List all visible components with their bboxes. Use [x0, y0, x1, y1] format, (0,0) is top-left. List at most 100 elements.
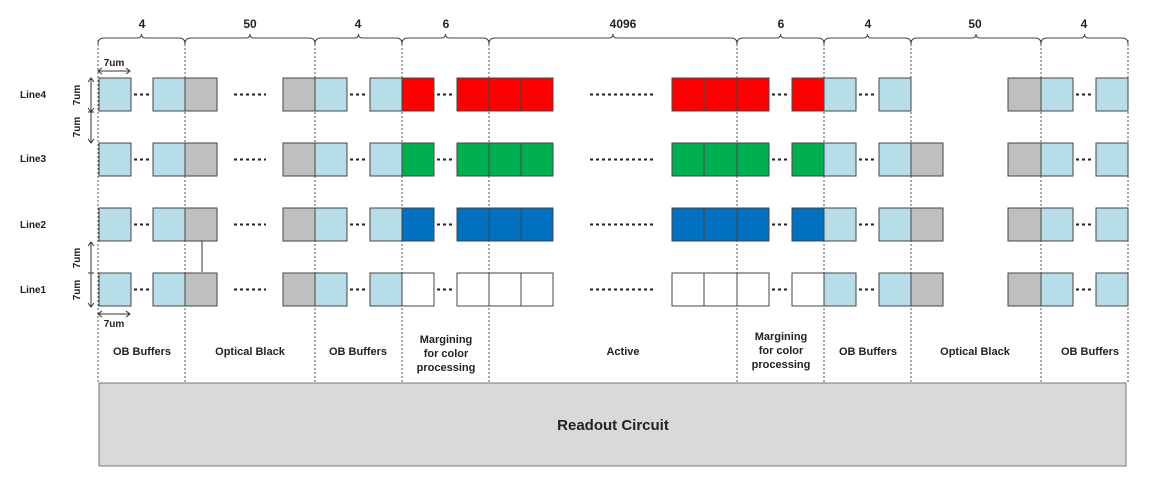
pixel-ob-buffer [314, 207, 348, 242]
dim-label-top: 7um [104, 58, 125, 69]
pixel-ob-buffer [369, 142, 403, 177]
pixel-active [488, 142, 522, 177]
count-optical-black-right: 50 [968, 17, 982, 31]
section-dividers [97, 40, 1129, 383]
pixel-margin [791, 207, 825, 242]
pixel-ob-buffer [823, 272, 857, 307]
pixel-margin [456, 207, 490, 242]
pixel-active [703, 77, 738, 112]
pixel-margin [401, 77, 435, 112]
label-margin-left-2: for color [424, 348, 469, 360]
readout-circuit-label: Readout Circuit [557, 417, 669, 434]
section-brace [823, 33, 912, 45]
pixel-optical-black [282, 77, 316, 112]
section-brace [1040, 33, 1129, 45]
dim-label-line1: 7um [72, 280, 83, 301]
pixel-active [488, 207, 522, 242]
section-counts: 4 50 4 6 4096 6 4 50 4 [139, 17, 1088, 31]
count-ob-buffers-inner-left: 4 [355, 17, 362, 31]
label-ob-buffers-inner-left: OB Buffers [329, 346, 387, 358]
pixel-active [671, 77, 705, 112]
row-labels: Line4 Line3 Line2 Line1 [20, 90, 47, 296]
pixel-ob-buffer [314, 77, 348, 112]
ellipsis-dashes [134, 93, 1092, 291]
arrowhead [125, 310, 131, 318]
arrowhead [87, 77, 95, 83]
pixel-margin [791, 272, 825, 307]
pixel-ob-buffer [369, 77, 403, 112]
label-ob-buffers-inner-right: OB Buffers [839, 346, 897, 358]
section-brace [184, 33, 316, 45]
pixel-ob-buffer [823, 142, 857, 177]
pixel-optical-black [282, 272, 316, 307]
pixel-ob-buffer [878, 77, 912, 112]
arrowhead [87, 138, 95, 144]
pixel-ob-buffer [98, 272, 132, 307]
count-margin-left: 6 [443, 17, 450, 31]
section-brace [488, 33, 738, 45]
pixel-margin [791, 142, 825, 177]
count-ob-buffers-right: 4 [1081, 17, 1088, 31]
dim-label-line4: 7um [72, 85, 83, 106]
label-ob-buffers-right: OB Buffers [1061, 346, 1119, 358]
pixel-active [488, 272, 522, 307]
section-braces [97, 33, 1129, 45]
pixel-active [671, 142, 705, 177]
readout-circuit-block [98, 382, 1127, 467]
arrowhead [87, 302, 95, 308]
pixel-margin [456, 77, 490, 112]
section-brace [97, 33, 186, 45]
label-optical-black-left: Optical Black [215, 346, 286, 358]
label-margin-right-3: processing [752, 359, 811, 371]
pixel-ob-buffer [1095, 207, 1129, 242]
pixel-ob-buffer [152, 207, 186, 242]
pixel-optical-black [184, 142, 218, 177]
pixel-optical-black [910, 207, 944, 242]
pixel-ob-buffer [152, 142, 186, 177]
pixel-margin [401, 142, 435, 177]
pixel-active [520, 272, 554, 307]
arrowhead [97, 310, 103, 318]
pixel-ob-buffer [1095, 77, 1129, 112]
section-labels: OB Buffers Optical Black OB Buffers Marg… [113, 331, 1119, 374]
pixel-active [703, 272, 738, 307]
pixel-optical-black [1007, 142, 1042, 177]
pixel-optical-black [184, 272, 218, 307]
pixel-optical-black [910, 272, 944, 307]
pixel-optical-black [282, 142, 316, 177]
pixel-ob-buffer [314, 142, 348, 177]
row-label-line2: Line2 [20, 220, 47, 231]
pixel-cells [98, 77, 1129, 307]
pixel-ob-buffer [1095, 272, 1129, 307]
dimension-annotations [87, 67, 203, 318]
pixel-margin [736, 142, 770, 177]
pixel-ob-buffer [878, 142, 912, 177]
pixel-active [703, 207, 738, 242]
pixel-margin [456, 142, 490, 177]
pixel-ob-buffer [1040, 142, 1074, 177]
dim-label-bottom: 7um [104, 319, 125, 330]
count-ob-buffers-left: 4 [139, 17, 146, 31]
dim-label-gap: 7um [72, 117, 83, 138]
pixel-active [671, 272, 705, 307]
pixel-optical-black [184, 77, 218, 112]
label-optical-black-right: Optical Black [940, 346, 1011, 358]
section-brace [314, 33, 403, 45]
pixel-margin [736, 207, 770, 242]
pixel-optical-black [1007, 272, 1042, 307]
label-margin-left-3: processing [417, 362, 476, 374]
count-margin-right: 6 [778, 17, 785, 31]
pixel-margin [401, 207, 435, 242]
row-label-line1: Line1 [20, 285, 47, 296]
row-label-line3: Line3 [20, 154, 47, 165]
pixel-margin [736, 77, 770, 112]
pixel-optical-black [282, 207, 316, 242]
pixel-ob-buffer [369, 272, 403, 307]
pixel-ob-buffer [1040, 272, 1074, 307]
pixel-ob-buffer [152, 272, 186, 307]
pixel-ob-buffer [1040, 77, 1074, 112]
pixel-active [520, 77, 554, 112]
pixel-margin [401, 272, 435, 307]
pixel-optical-black [184, 207, 218, 242]
pixel-active [520, 142, 554, 177]
